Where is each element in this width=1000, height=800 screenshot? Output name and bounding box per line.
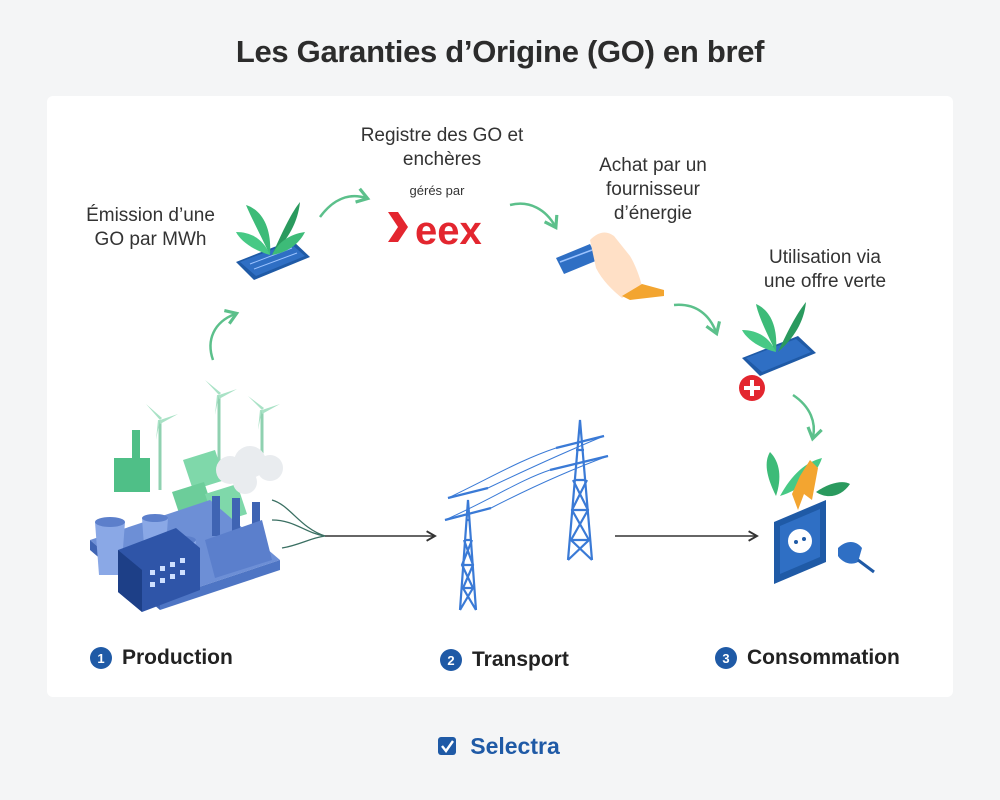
- flow-arrow-4: [673, 303, 722, 337]
- step-number-badge: 1: [90, 647, 112, 669]
- transport-cables: [444, 435, 609, 521]
- eex-logo-text: eex: [415, 209, 482, 253]
- brand-name: Selectra: [470, 733, 560, 759]
- flow-arrow-5: [792, 393, 823, 442]
- flow-arrow-2: [318, 187, 371, 218]
- geres-par-label: gérés par: [409, 183, 465, 198]
- plant-certificate-icon: [236, 202, 310, 280]
- page-title: Les Garanties d’Origine (GO) en bref: [235, 34, 765, 69]
- eex-logo: [388, 212, 408, 242]
- flow-arrow-1: [209, 309, 240, 361]
- socket-plug-icon: [766, 452, 875, 584]
- production-illustration: [90, 380, 283, 612]
- green-offer-icon: [739, 302, 816, 401]
- step-number-badge: 3: [715, 647, 737, 669]
- hand-card-icon: [556, 232, 664, 300]
- step-transport: 2 Transport: [440, 648, 569, 672]
- step-label: Transport: [472, 648, 569, 671]
- step-consommation: 3 Consommation: [715, 646, 900, 670]
- transport-pylons: [444, 419, 609, 611]
- selectra-check-icon: [438, 737, 456, 755]
- step-label: Production: [122, 646, 233, 669]
- step-production: 1 Production: [90, 646, 233, 670]
- step-number-badge: 2: [440, 649, 462, 671]
- step-label: Consommation: [747, 646, 900, 669]
- footer-logo: Selectra: [0, 733, 1000, 760]
- flow-arrow-3: [509, 202, 559, 230]
